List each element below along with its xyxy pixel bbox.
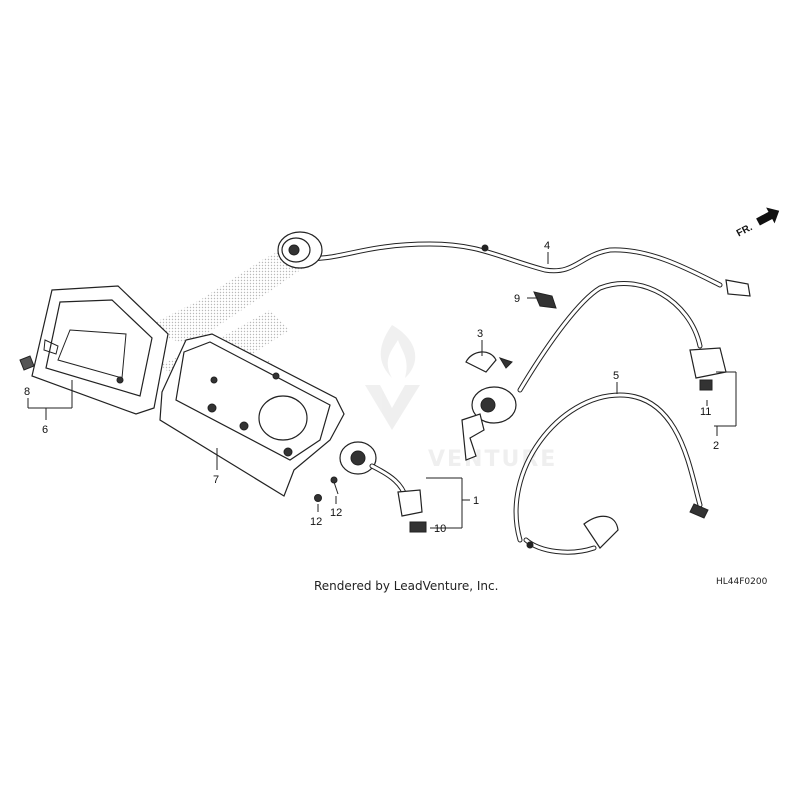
callout-8: 8 [24,386,30,398]
callout-leaders [27,252,737,529]
render-credit: Rendered by LeadVenture, Inc. [314,579,498,593]
part-12-screw-a [314,494,322,502]
callout-10: 10 [434,523,446,535]
meter-display [31,285,169,415]
callout-7: 7 [213,474,219,486]
callout-6: 6 [42,424,48,436]
front-arrow-icon: FR. [735,207,780,239]
callout-2: 2 [713,440,719,452]
part-12-screw-b [330,476,339,495]
key-switch-3 [461,351,517,461]
direction-label: FR. [735,222,755,239]
leadventure-logo: VENTURE [365,325,557,472]
harness-grommet [277,231,323,269]
watermark-text: VENTURE [428,447,557,472]
meter-case [159,333,345,497]
wire-harness-1 [339,441,427,533]
callout-3: 3 [477,328,483,340]
wire-harness-2 [517,281,727,393]
callout-12a: 12 [310,516,322,528]
part-9-clip [533,291,557,309]
callout-12b: 12 [330,507,342,519]
wire-harness-5 [513,392,709,555]
wire-harness-4 [297,241,751,297]
diagram-code: HL44F0200 [716,577,768,587]
callout-5: 5 [613,370,619,382]
part-8-seal [19,355,35,371]
callout-9: 9 [514,293,520,305]
callout-1: 1 [473,495,479,507]
callout-11: 11 [700,406,711,418]
callout-4: 4 [544,240,550,252]
